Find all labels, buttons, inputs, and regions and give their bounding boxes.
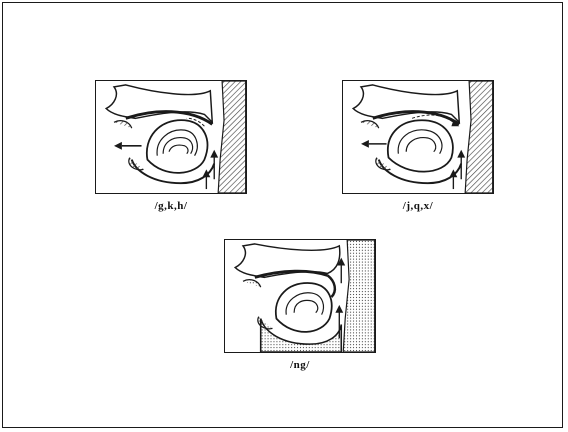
vocal-tract-diagram-jqx: [343, 81, 493, 193]
diagram-panel-jqx: [342, 80, 494, 194]
diagram-panel-gkh: [95, 80, 247, 194]
caption-gkh: /g,k,h/: [95, 200, 247, 212]
vocal-tract-diagram-gkh: [96, 81, 246, 193]
caption-jqx: /j,q,x/: [342, 200, 494, 212]
figure-frame: /g,k,h/ /: [2, 2, 563, 428]
caption-ng: /ng/: [224, 359, 376, 371]
vocal-tract-diagram-ng: [225, 240, 375, 352]
diagram-panel-ng: [224, 239, 376, 353]
